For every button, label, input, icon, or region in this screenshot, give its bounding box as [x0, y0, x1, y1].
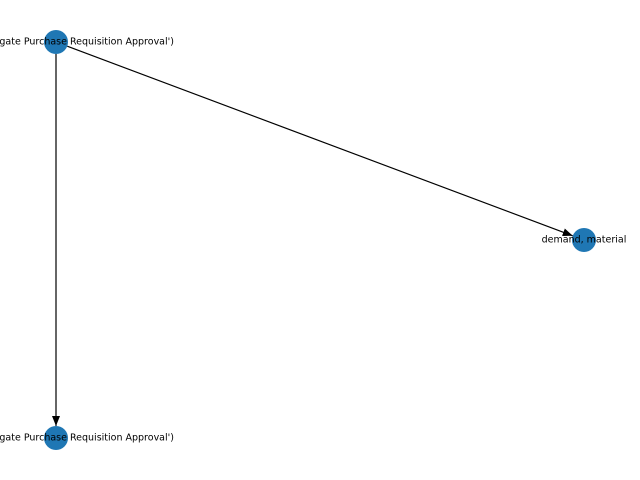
node-label-top: isition', 'Delegate Purchase Requisition…: [0, 37, 174, 48]
labels-layer: isition', 'Delegate Purchase Requisition…: [0, 37, 626, 444]
node-top[interactable]: [44, 30, 68, 54]
node-label-right: demand, material: [542, 235, 627, 246]
edges-layer: [52, 45, 573, 426]
nodes-layer: [44, 30, 596, 450]
node-bottom[interactable]: [44, 426, 68, 450]
node-right[interactable]: [572, 228, 596, 252]
edge-top-to-right: [67, 45, 573, 237]
node-label-bottom: isition', 'Delegate Purchase Requisition…: [0, 433, 174, 444]
